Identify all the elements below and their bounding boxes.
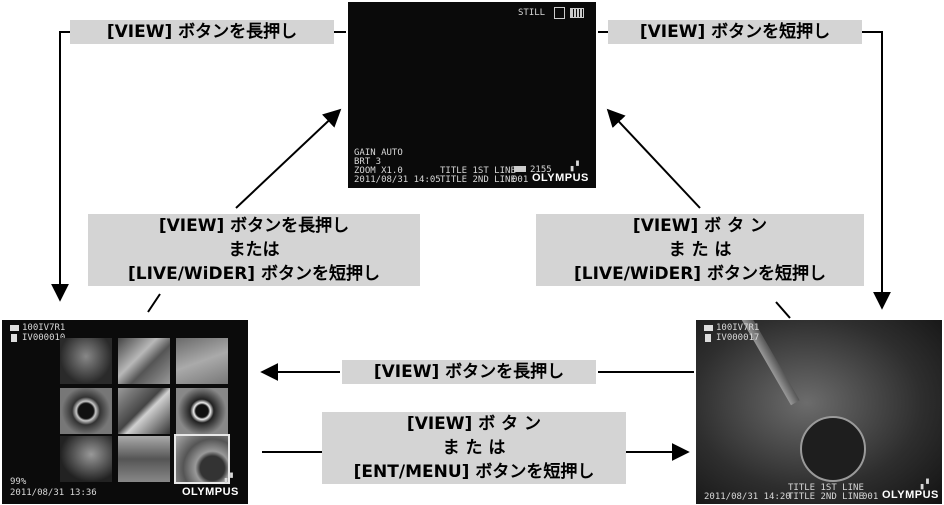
thumbnail-5[interactable] xyxy=(118,388,170,434)
file-name: IV000010 xyxy=(22,333,66,343)
brightness-readout: BRT 3 xyxy=(354,157,382,167)
label-mid-right: [VIEW] ボ タ ン ま た は [LIVE/WiDER] ボタンを短押し xyxy=(536,214,864,286)
title-line-2: TITLE 2ND LINE xyxy=(788,492,864,502)
battery-icon xyxy=(570,8,584,18)
olympus-logo: OLYMPUS xyxy=(882,489,939,501)
folder-name: 100IV7R1 xyxy=(716,323,760,333)
folder-name: 100IV7R1 xyxy=(22,323,66,333)
file-icon xyxy=(705,334,711,342)
thumbnail-1[interactable] xyxy=(60,338,112,384)
label-row-bottom: [VIEW] ボ タ ン ま た は [ENT/MENU] ボタンを短押し xyxy=(322,412,626,484)
label-row-bottom-line3: [ENT/MENU] ボタンを短押し xyxy=(353,462,595,482)
title-line-1: TITLE 1ST LINE xyxy=(440,166,516,176)
signal-icon: ▗▝ xyxy=(918,480,929,490)
label-row-bottom-line1: [VIEW] ボ タ ン xyxy=(406,414,542,434)
thumbnail-6[interactable] xyxy=(176,388,228,434)
thumb-datetime: 2011/08/31 13:36 xyxy=(10,488,97,498)
title-line-2: TITLE 2ND LINE xyxy=(440,175,516,185)
folder-icon xyxy=(10,325,19,331)
file-icon xyxy=(11,334,17,342)
live-view-screen: STILL GAIN AUTO BRT 3 ZOOM X1.0 2011/08/… xyxy=(348,2,596,188)
zoom-readout: ZOOM X1.0 xyxy=(354,166,403,176)
datetime-readout: 2011/08/31 14:05 xyxy=(354,175,441,185)
label-mid-right-line3: [LIVE/WiDER] ボタンを短押し xyxy=(574,264,826,284)
mode-indicator: STILL xyxy=(518,8,546,18)
label-top-left: [VIEW] ボタンを長押し xyxy=(70,20,334,44)
playback-datetime: 2011/08/31 14:20 xyxy=(704,492,791,502)
thumbnail-7[interactable] xyxy=(60,436,112,482)
folder-icon xyxy=(704,325,713,331)
thumbnail-screen: 100IV7R1 IV000010 99% 2011/08/31 13:36 ▗… xyxy=(2,320,248,504)
label-row-top: [VIEW] ボタンを長押し xyxy=(342,360,596,384)
olympus-logo: OLYMPUS xyxy=(182,486,239,498)
signal-icon: ▗▝ xyxy=(568,162,579,172)
title-line-1: TITLE 1ST LINE xyxy=(788,483,864,493)
image-number: 001 xyxy=(862,492,879,502)
label-mid-right-line1: [VIEW] ボ タ ン xyxy=(632,216,768,236)
image-number: 001 xyxy=(512,175,529,185)
battery-percent: 99% xyxy=(10,477,27,487)
olympus-logo: OLYMPUS xyxy=(532,172,589,184)
playback-screen: 100IV7R1 IV000017 TITLE 1ST LINE 2011/08… xyxy=(696,320,942,504)
thumbnail-3[interactable] xyxy=(176,338,228,384)
thumbnail-2[interactable] xyxy=(118,338,170,384)
label-top-right: [VIEW] ボタンを短押し xyxy=(608,20,862,44)
thumbnail-4[interactable] xyxy=(60,388,112,434)
label-mid-right-line2: ま た は xyxy=(668,240,732,260)
label-mid-left-line2: または xyxy=(228,240,280,260)
label-mid-left-line3: [LIVE/WiDER] ボタンを短押し xyxy=(128,264,380,284)
gain-readout: GAIN AUTO xyxy=(354,148,403,158)
remaining-count: 2155 xyxy=(530,165,552,175)
file-name: IV000017 xyxy=(716,333,760,343)
label-mid-left-line1: [VIEW] ボタンを長押し xyxy=(158,216,350,236)
card-icon xyxy=(554,7,565,19)
memory-icon xyxy=(514,166,526,172)
arrow-thumbnail-to-live xyxy=(235,108,342,209)
signal-icon: ▗▝ xyxy=(222,474,233,484)
thumbnail-9-selected[interactable] xyxy=(174,434,230,484)
pipe-ring-image xyxy=(800,416,866,482)
thumbnail-8[interactable] xyxy=(118,436,170,482)
arrow-live-to-thumbnail-line xyxy=(51,31,72,302)
label-row-bottom-line2: ま た は xyxy=(442,438,506,458)
arrow-live-to-playback-line xyxy=(862,31,891,310)
arrow-playback-to-live xyxy=(606,108,701,209)
label-mid-left: [VIEW] ボタンを長押し または [LIVE/WiDER] ボタンを短押し xyxy=(88,214,420,286)
